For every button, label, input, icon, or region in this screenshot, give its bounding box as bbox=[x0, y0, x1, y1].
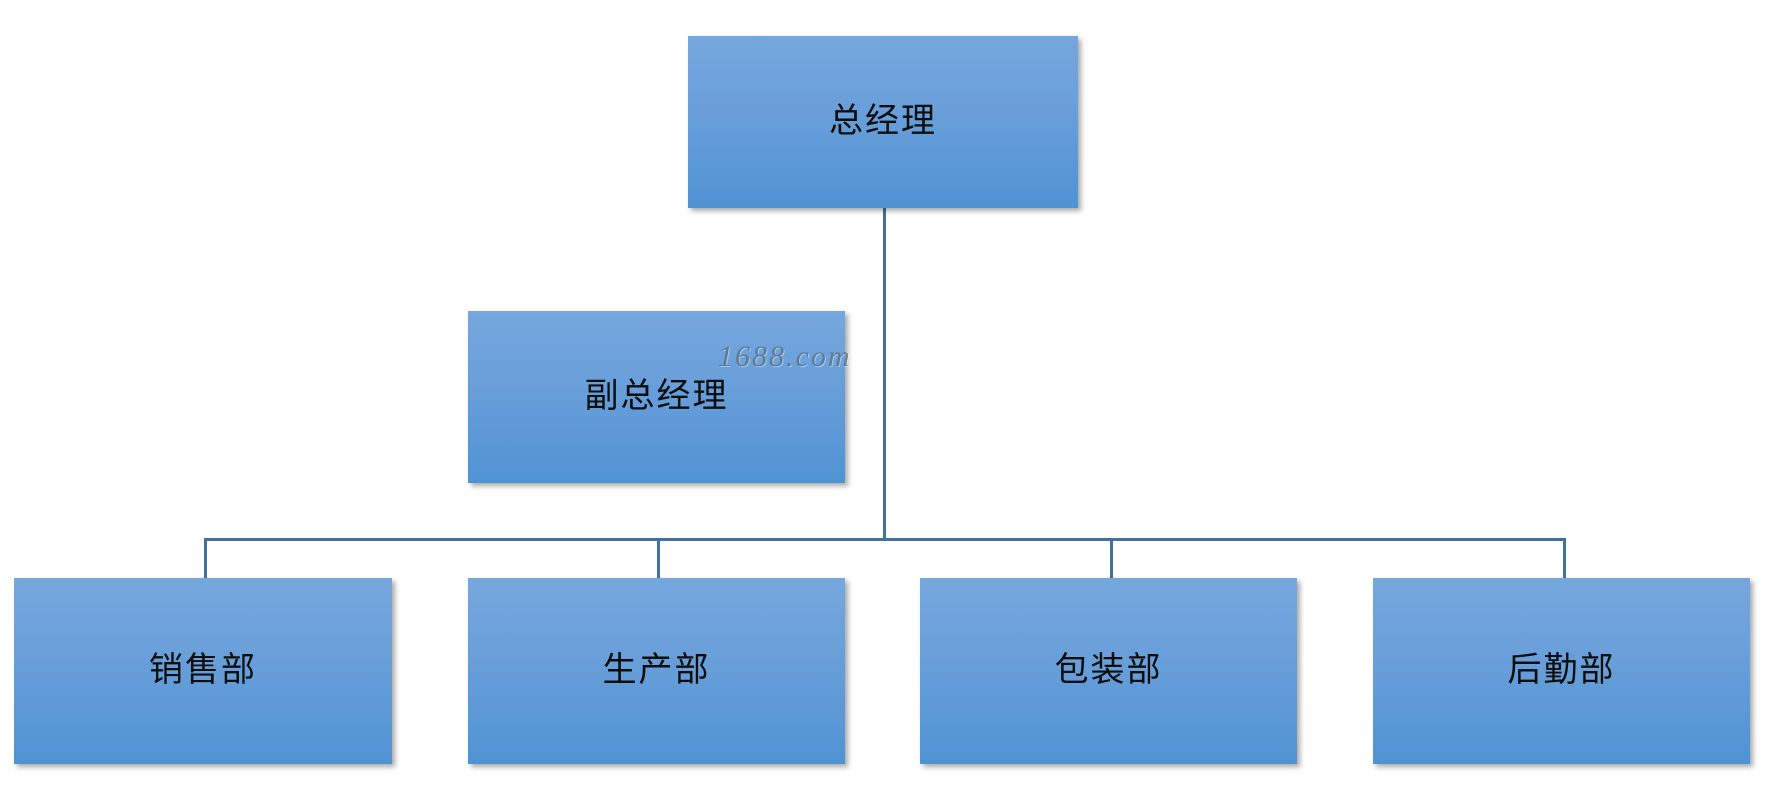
connector-drop-sales bbox=[204, 538, 207, 580]
connector-drop-production bbox=[657, 538, 660, 580]
node-logistics-department[interactable]: 后勤部 bbox=[1373, 578, 1750, 764]
connector-horizontal-bus bbox=[204, 538, 1566, 541]
connector-drop-packaging bbox=[1110, 538, 1113, 580]
connector-gm-trunk bbox=[883, 208, 886, 540]
node-label-production-department: 生产部 bbox=[602, 652, 711, 689]
node-sales-department[interactable]: 销售部 bbox=[14, 578, 392, 764]
node-label-deputy-general-manager: 副总经理 bbox=[584, 378, 729, 415]
node-label-general-manager: 总经理 bbox=[829, 103, 937, 140]
node-label-packaging-department: 包装部 bbox=[1054, 652, 1163, 689]
node-label-logistics-department: 后勤部 bbox=[1507, 652, 1616, 689]
node-label-sales-department: 销售部 bbox=[149, 652, 257, 689]
node-production-department[interactable]: 生产部 bbox=[468, 578, 845, 764]
node-packaging-department[interactable]: 包装部 bbox=[920, 578, 1297, 764]
node-deputy-general-manager[interactable]: 副总经理 bbox=[468, 311, 845, 483]
node-general-manager[interactable]: 总经理 bbox=[688, 36, 1078, 208]
connector-drop-logistics bbox=[1563, 538, 1566, 580]
